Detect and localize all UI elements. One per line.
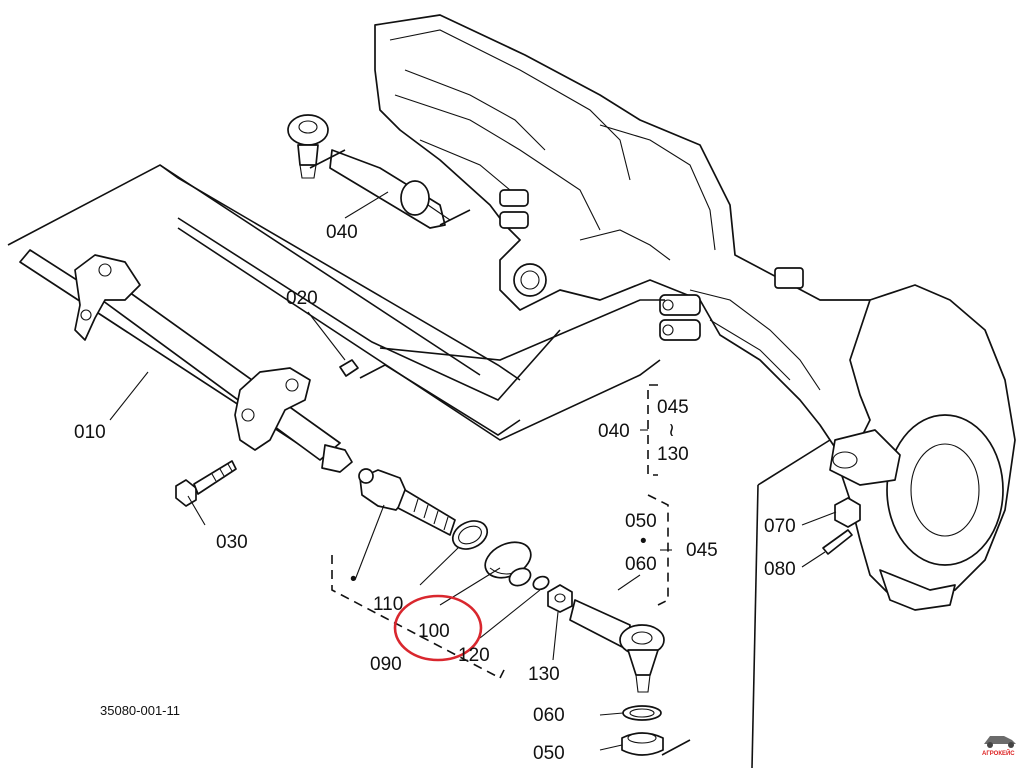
label-070: 070 [764, 516, 796, 537]
castle-nut-and-pin [822, 497, 861, 555]
part-labels: 010 020 030 040 040 045 ≀ 130 050 • 060 … [74, 222, 796, 764]
label-010: 010 [74, 422, 106, 443]
tie-rod-end-lower [569, 599, 665, 756]
label-045-top: 045 [657, 397, 689, 418]
logo-text: АГРОКЕЙС [982, 749, 1015, 757]
label-060: 060 [533, 705, 565, 726]
dot-separator: • [640, 531, 647, 552]
bolt-030 [175, 460, 237, 507]
assembly-lines [7, 149, 831, 768]
label-050-group: 050 [625, 511, 657, 532]
highlight-circle [393, 594, 483, 662]
label-060-group: 060 [625, 554, 657, 575]
tie-rod-tube [19, 249, 353, 473]
range-symbol: ≀ [668, 420, 675, 441]
label-110: 110 [373, 594, 403, 615]
label-020: 020 [286, 288, 318, 309]
label-090: 090 [370, 654, 402, 675]
label-130-group: 130 [657, 444, 689, 465]
label-120: 120 [458, 645, 490, 666]
group-boxes [331, 384, 669, 679]
axle-housing [374, 14, 926, 456]
label-130: 130 [528, 664, 560, 685]
label-040: 040 [326, 222, 358, 243]
tie-rod-end-upper [287, 114, 451, 229]
drawing-code: 35080-001-11 [100, 703, 180, 718]
label-040-group: 040 [598, 421, 630, 442]
label-080: 080 [764, 559, 796, 580]
label-050: 050 [533, 743, 565, 764]
dot-marker: • [350, 569, 357, 590]
label-030: 030 [216, 532, 248, 553]
pin-020 [339, 359, 359, 377]
steering-knuckle [829, 284, 1016, 611]
exploded-parts [358, 468, 573, 613]
leader-lines [109, 191, 837, 751]
label-045-group: 045 [686, 540, 718, 561]
agrokeys-logo: АГРОКЕЙС [982, 734, 1018, 757]
label-100: 100 [418, 621, 450, 642]
